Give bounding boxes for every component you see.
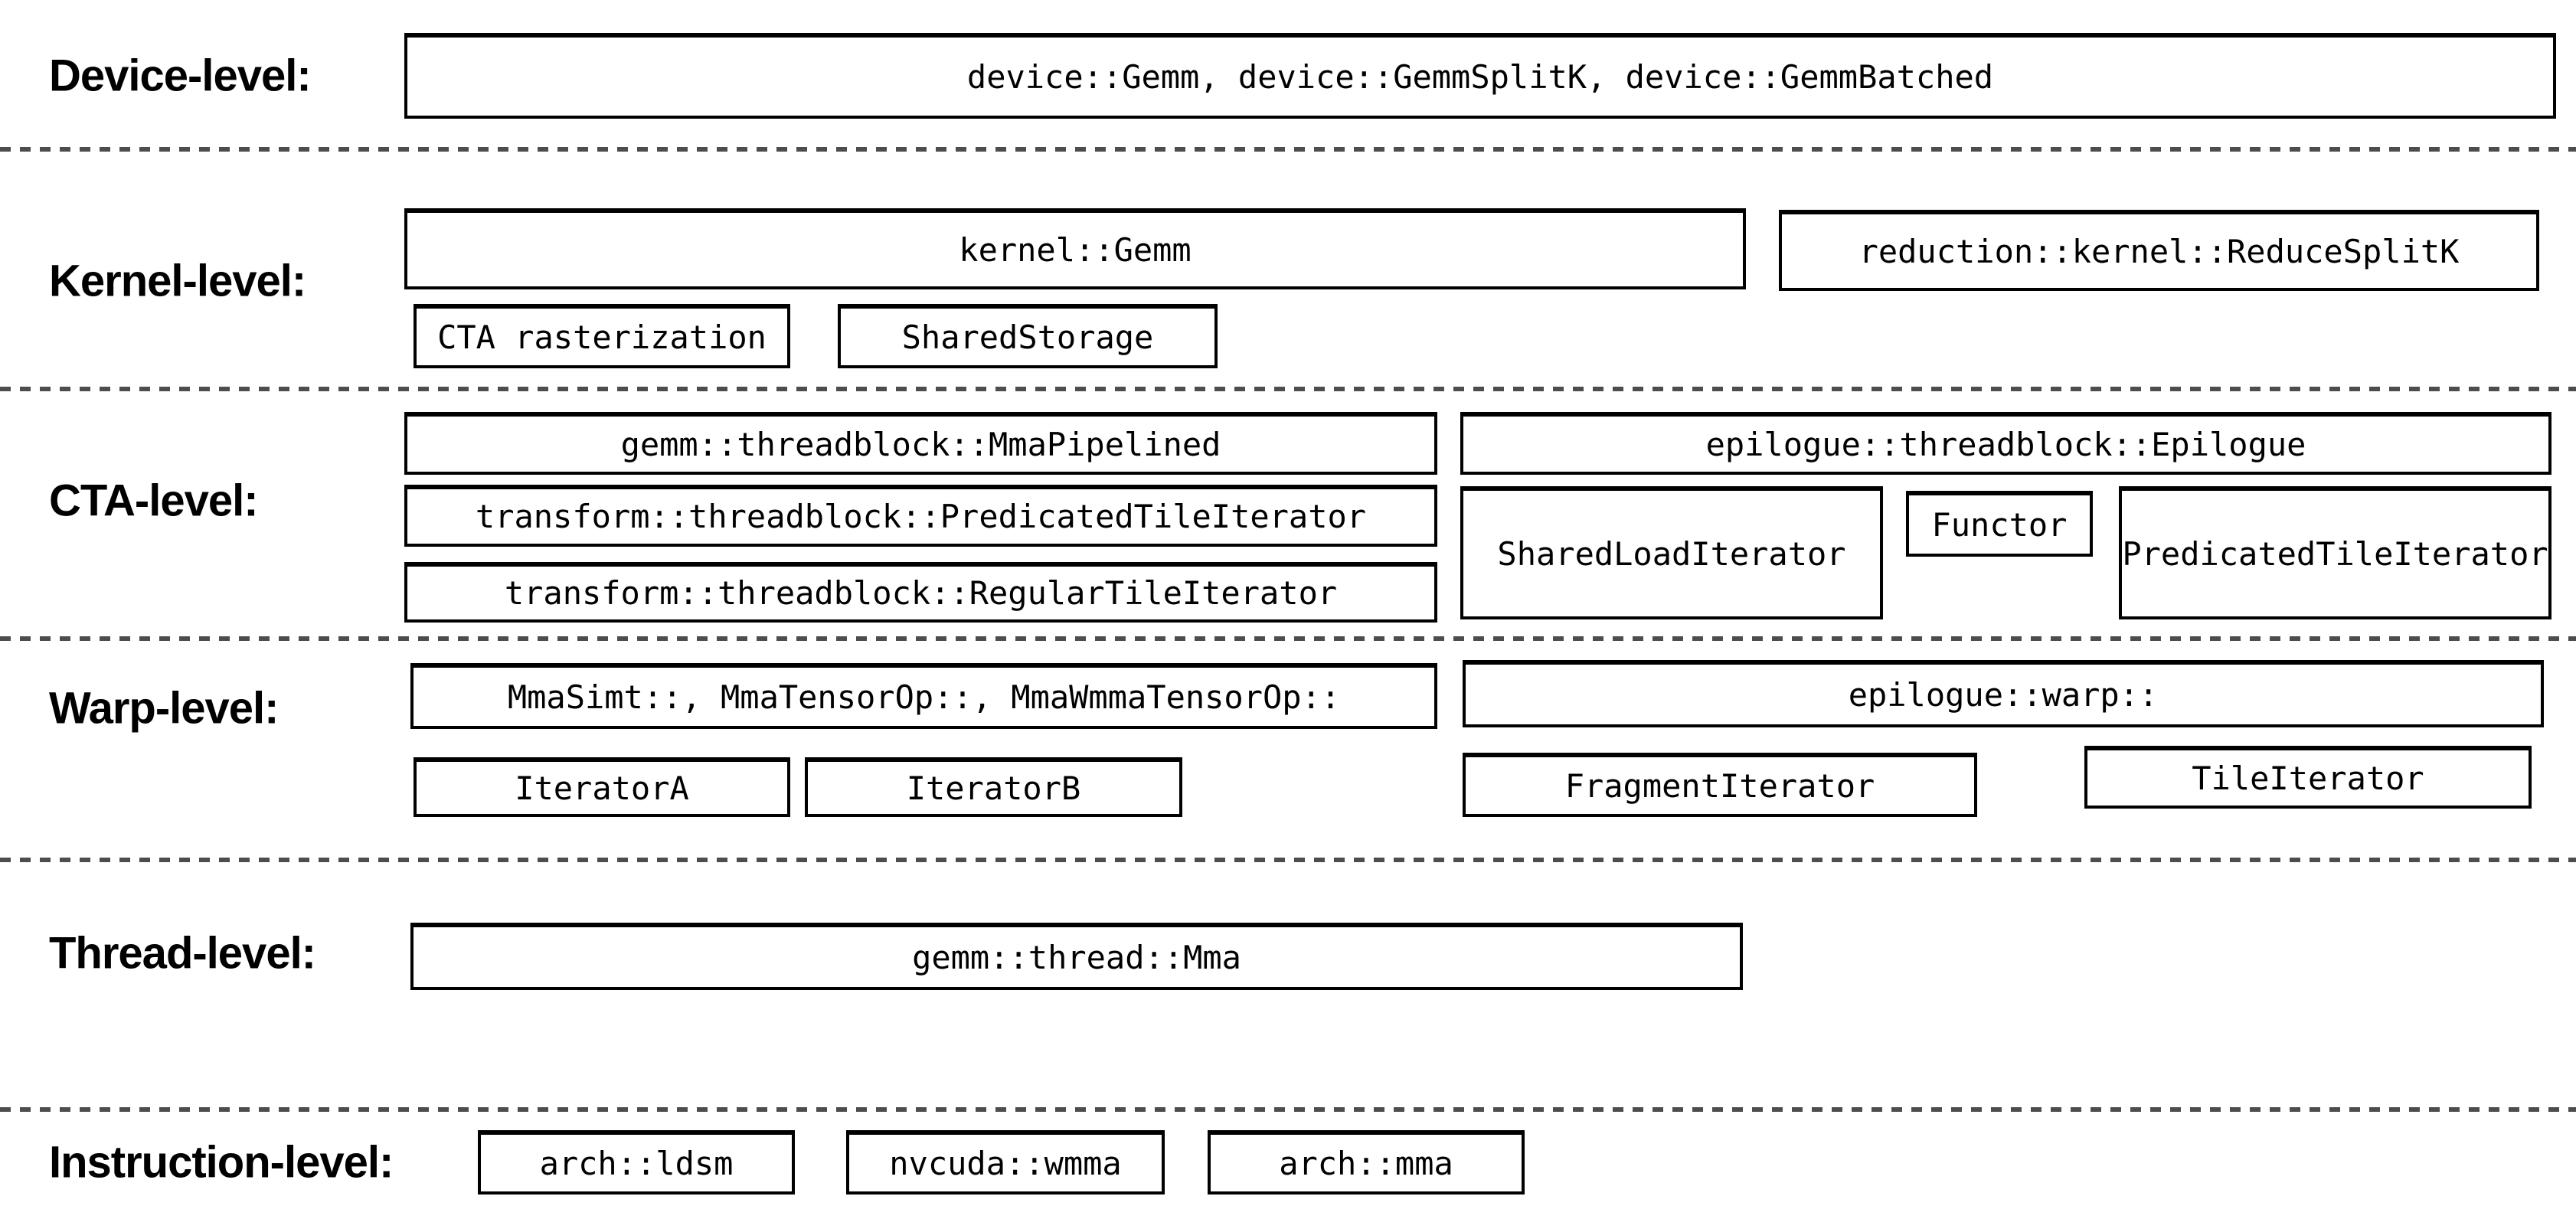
mma-pipelined-box: gemm::threadblock::MmaPipelined — [404, 412, 1437, 475]
device-level-label: Device-level: — [49, 51, 312, 101]
device-gemm-box: device::Gemm, device::GemmSplitK, device… — [404, 33, 2556, 119]
epilogue-warp-box: epilogue::warp:: — [1463, 660, 2544, 727]
separator-warp-thread — [0, 858, 2576, 862]
fragment-iterator-box: FragmentIterator — [1463, 753, 1977, 817]
cta-level-label: CTA-level: — [49, 476, 259, 526]
iterator-a-box: IteratorA — [414, 757, 790, 817]
warp-level-label: Warp-level: — [49, 683, 279, 734]
thread-level-label: Thread-level: — [49, 928, 316, 979]
tile-iterator-box: TileIterator — [2084, 746, 2532, 809]
warp-mma-ops-box: MmaSimt::, MmaTensorOp::, MmaWmmaTensorO… — [410, 663, 1437, 729]
epilogue-predicated-tile-iterator-box: PredicatedTileIterator — [2119, 486, 2551, 619]
instruction-level-label: Instruction-level: — [49, 1137, 394, 1188]
kernel-gemm-box: kernel::Gemm — [404, 208, 1746, 289]
thread-mma-box: gemm::thread::Mma — [410, 923, 1743, 990]
arch-ldsm-box: arch::ldsm — [478, 1130, 795, 1194]
iterator-b-box: IteratorB — [805, 757, 1182, 817]
epilogue-threadblock-box: epilogue::threadblock::Epilogue — [1460, 412, 2551, 475]
separator-device-kernel — [0, 147, 2576, 152]
transform-predicated-tile-iterator-box: transform::threadblock::PredicatedTileIt… — [404, 485, 1437, 547]
separator-cta-warp — [0, 636, 2576, 641]
reduction-kernel-reducesplitk-box: reduction::kernel::ReduceSplitK — [1779, 210, 2539, 291]
kernel-level-label: Kernel-level: — [49, 256, 306, 306]
nvcuda-wmma-box: nvcuda::wmma — [846, 1130, 1165, 1194]
cta-rasterization-box: CTA rasterization — [414, 304, 790, 368]
separator-kernel-cta — [0, 387, 2576, 391]
arch-mma-box: arch::mma — [1208, 1130, 1525, 1194]
shared-load-iterator-box: SharedLoadIterator — [1460, 486, 1883, 619]
functor-box: Functor — [1906, 491, 2093, 557]
transform-regular-tile-iterator-box: transform::threadblock::RegularTileItera… — [404, 562, 1437, 623]
shared-storage-box: SharedStorage — [838, 304, 1218, 368]
separator-thread-instruction — [0, 1107, 2576, 1112]
